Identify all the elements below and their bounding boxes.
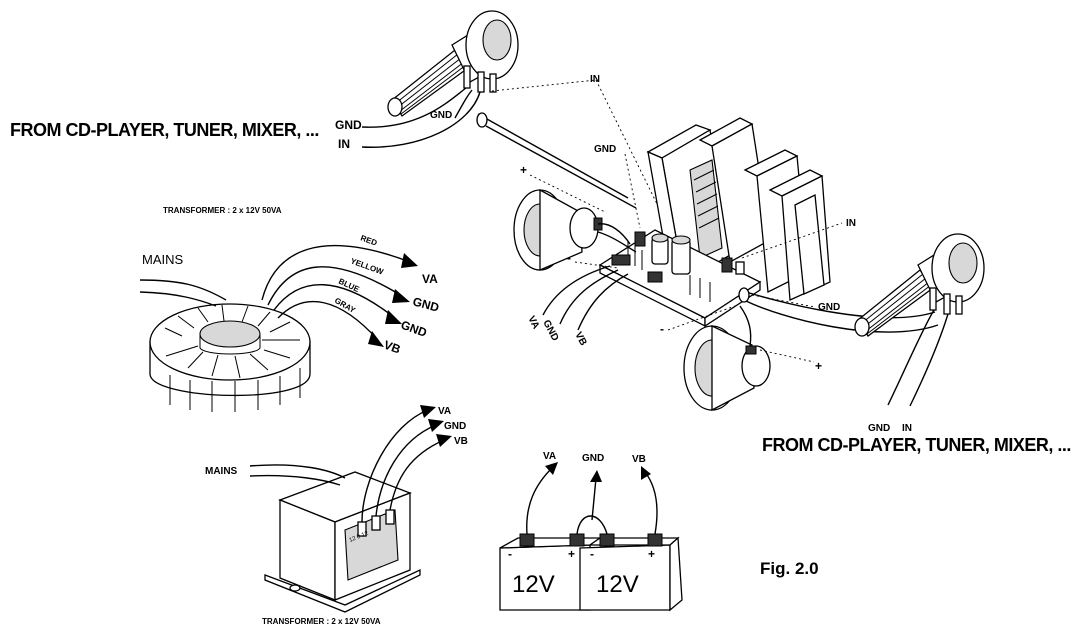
gnd-label-left-input: GND	[335, 118, 362, 132]
plus-label-bottom-speaker: +	[815, 359, 822, 373]
gnd-label-left-pot: GND	[430, 110, 452, 121]
va-label-battery: VA	[543, 451, 556, 462]
vb-label-battery: VB	[632, 454, 646, 465]
mains-label-toroid: MAINS	[142, 252, 184, 267]
toroid-transformer-label: TRANSFORMER : 2 x 12V 50VA	[163, 206, 282, 215]
vb-label-toroid: VB	[382, 338, 403, 357]
toroidal-transformer	[149, 303, 311, 412]
classic-transformer	[264, 471, 421, 613]
potentiometer-left	[387, 10, 519, 117]
wire-label-yellow: YELLOW	[349, 256, 385, 276]
va-label-classic: VA	[438, 406, 451, 417]
va-label-toroid: VA	[422, 272, 438, 286]
potentiometer-right	[854, 233, 985, 337]
in-label-left-input: IN	[338, 137, 350, 151]
battery-1-voltage: 12V	[512, 571, 555, 598]
in-label-right: IN	[846, 218, 856, 229]
vb-label-supply: VB	[572, 330, 588, 347]
wire-label-red: RED	[359, 233, 378, 247]
in-label-right-input: IN	[902, 423, 912, 434]
gnd-label-right: GND	[818, 302, 840, 313]
plus-label-top-speaker: +	[520, 163, 527, 177]
gnd-label-classic: GND	[444, 421, 466, 432]
battery-1-minus: -	[508, 547, 512, 561]
vb-label-classic: VB	[454, 436, 468, 447]
battery-2-minus: -	[590, 547, 594, 561]
va-label-supply: VA	[525, 314, 541, 331]
battery-2-voltage: 12V	[596, 571, 639, 598]
minus-label-top-speaker: -	[567, 251, 571, 265]
in-label-top: IN	[590, 74, 600, 85]
gnd-label-toroid-1: GND	[411, 294, 441, 315]
battery-pack	[499, 533, 683, 612]
gnd-label-battery: GND	[582, 453, 604, 464]
minus-label-bottom-speaker: -	[660, 322, 664, 336]
speaker-top	[513, 188, 603, 271]
gnd-label-toroid-2: GND	[399, 318, 429, 340]
source-label-left: FROM CD-PLAYER, TUNER, MIXER, ...	[10, 120, 319, 140]
figure-caption: Fig. 2.0	[760, 559, 819, 578]
gnd-label-right-input: GND	[868, 423, 890, 434]
classic-transformer-label: TRANSFORMER : 2 x 12V 50VA	[262, 617, 381, 625]
wire-label-blue: BLUE	[337, 277, 361, 295]
gnd-label-top: GND	[594, 144, 616, 155]
battery-1-plus: +	[568, 547, 575, 561]
source-label-right: FROM CD-PLAYER, TUNER, MIXER, ...	[762, 435, 1071, 455]
battery-2-plus: +	[648, 547, 655, 561]
mains-label-classic: MAINS	[205, 466, 238, 477]
speaker-bottom	[683, 324, 771, 412]
gnd-label-supply: GND	[540, 318, 560, 343]
